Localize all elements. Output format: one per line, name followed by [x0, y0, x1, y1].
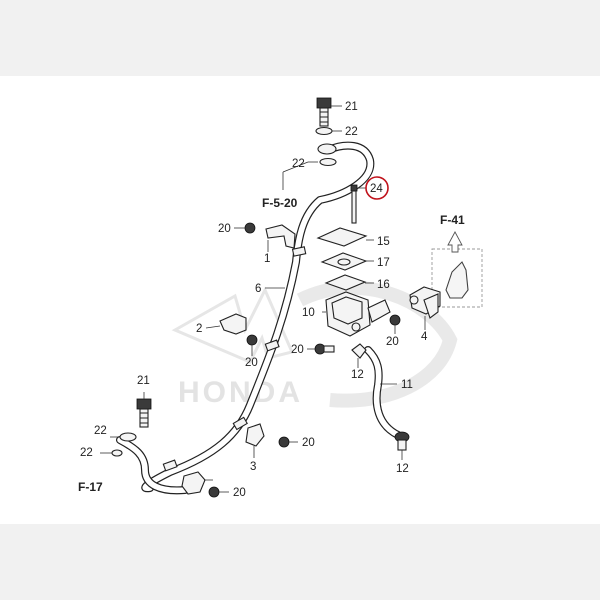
bolt-20-near-4 [389, 314, 401, 326]
callout-17: 17 [377, 257, 390, 269]
washer-22-lower-a [119, 432, 137, 442]
callout-10: 10 [302, 307, 315, 319]
lower-hose-left [116, 436, 189, 495]
diagram-canvas: HONDA [78, 97, 483, 499]
banjo-bolt-21-lower [136, 398, 152, 428]
callout-12-upper: 12 [351, 369, 364, 381]
callout-15: 15 [377, 236, 390, 248]
callout-3-mid: 3 [250, 461, 256, 473]
washer-22-lower-b [111, 449, 123, 457]
washer-22-top [315, 126, 333, 136]
callout-22-lower-b: 22 [80, 447, 93, 459]
leader-lines [100, 105, 426, 493]
callout-20-clamp2: 20 [245, 357, 258, 369]
ref-f-5-20: F-5-20 [262, 196, 298, 210]
callout-2: 2 [196, 323, 202, 335]
callout-20-bottom: 20 [233, 487, 246, 499]
brake-hose-6 [141, 141, 375, 493]
bottom-margin-band [0, 524, 600, 600]
f41-detail-box [431, 231, 483, 308]
bolt-20-near-10 [314, 343, 335, 355]
hose-fitting-top [317, 143, 337, 155]
fitting-12-lower [394, 431, 410, 451]
callout-4: 4 [421, 331, 428, 343]
highlight-circle-24 [365, 176, 389, 200]
ref-f-41: F-41 [440, 213, 465, 227]
banjo-bolt-21-top [316, 97, 332, 127]
top-margin-band [0, 0, 600, 76]
clamp-3-mid [245, 423, 290, 448]
washer-22-second [319, 157, 337, 167]
callout-22-second: 22 [292, 158, 305, 170]
clamp-1 [244, 222, 296, 249]
hose-band-lower [232, 416, 248, 431]
clip-12-upper [351, 343, 367, 359]
honda-watermark: HONDA [171, 280, 458, 409]
clamp-2 [219, 313, 258, 346]
callout-11: 11 [401, 379, 413, 391]
callout-20-clamp3-mid: 20 [302, 437, 315, 449]
hose-band-bottom [162, 459, 178, 472]
callout-12-lower: 12 [396, 463, 409, 475]
callout-20-near-10: 20 [291, 344, 304, 356]
callout-16: 16 [377, 279, 390, 291]
callout-22-top: 22 [345, 126, 358, 138]
master-cylinder-10 [325, 291, 391, 337]
diaphragm-center [337, 258, 351, 266]
switch-bracket-4 [409, 286, 441, 319]
callout-20-near-4: 20 [386, 336, 399, 348]
callout-24: 24 [370, 183, 383, 195]
hose-band-upper [291, 246, 307, 257]
callout-22-lower-a: 22 [94, 425, 107, 437]
hose-band-middle [264, 339, 280, 352]
callout-1: 1 [264, 253, 270, 265]
callout-21-lower: 21 [137, 375, 150, 387]
clamp-3 [181, 471, 220, 498]
reservoir-cap-15 [316, 227, 368, 247]
plate-16 [324, 274, 367, 291]
bolt-24 [350, 184, 358, 224]
ref-f-17: F-17 [78, 480, 103, 494]
callout-21-top: 21 [345, 101, 358, 113]
hose-11 [364, 346, 402, 439]
callout-20-clamp1: 20 [218, 223, 231, 235]
parts-diagram: HONDA [0, 76, 600, 524]
callout-6: 6 [255, 283, 261, 295]
watermark-text: HONDA [178, 376, 303, 409]
